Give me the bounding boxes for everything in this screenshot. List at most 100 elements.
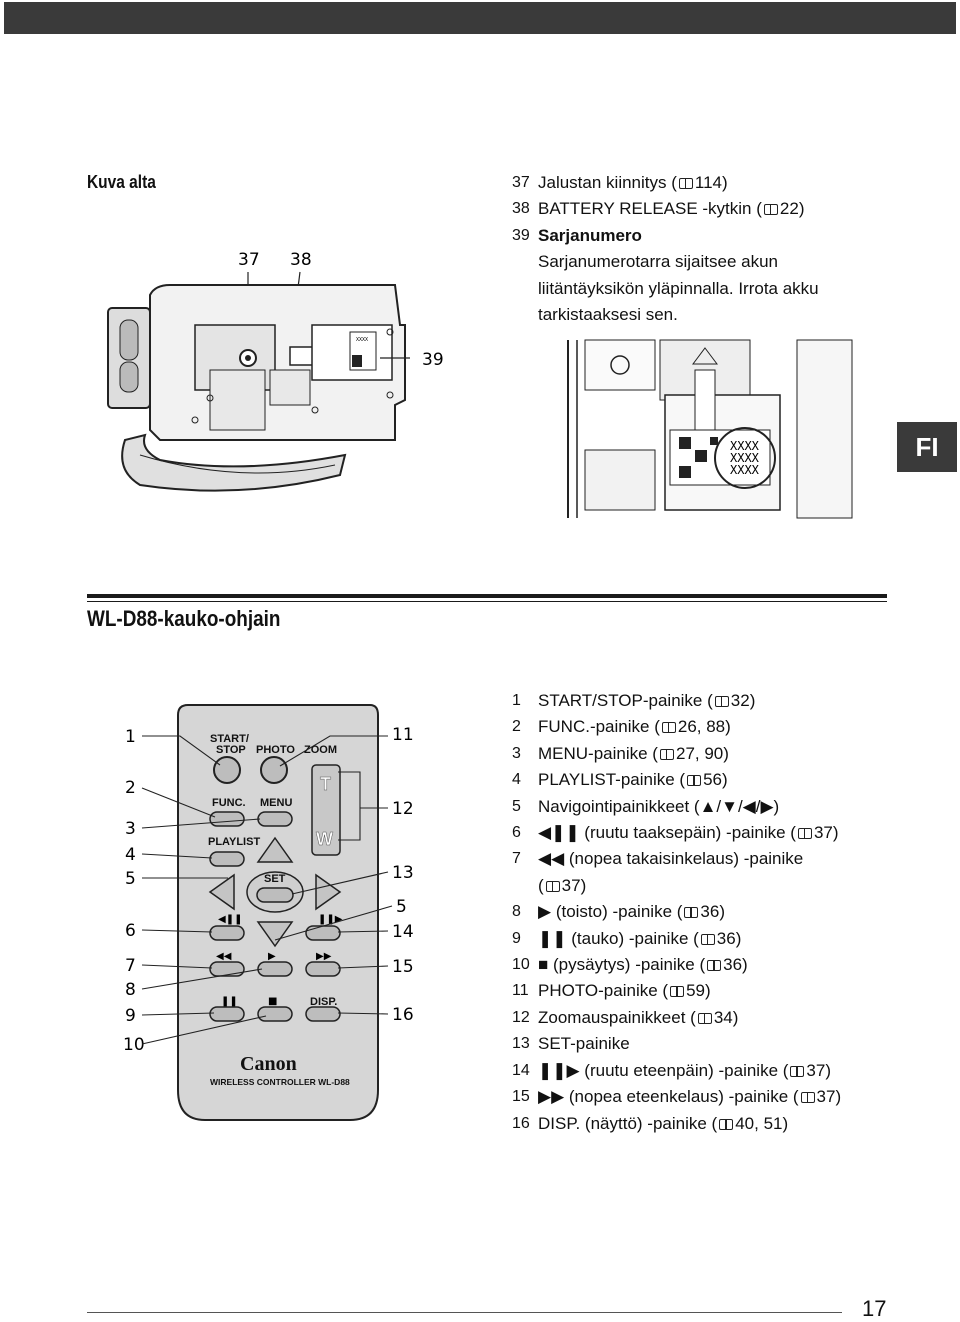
serial-label-text: XXXX [356, 337, 368, 343]
item-number: 5 [512, 797, 521, 815]
item-text: PHOTO-painike ( [538, 981, 669, 1001]
callout-6: 6 [125, 921, 136, 941]
section-rule [87, 601, 887, 602]
item-ref: 27, 90) [675, 743, 729, 763]
item-text: Jalustan kiinnitys ( [538, 173, 677, 192]
stop-icon: ■ [538, 955, 549, 975]
item-number: 14 [512, 1061, 530, 1079]
callout-39: 39 [422, 350, 444, 370]
remote-controller-illustration: 1 2 3 4 5 6 7 8 9 10 11 12 13 5 14 15 16… [123, 704, 414, 1121]
func-label: FUNC. [212, 797, 246, 809]
zoom-wide-label: W [316, 829, 333, 849]
model-label: WIRELESS CONTROLLER WL-D88 [210, 1077, 350, 1087]
playlist-label: PLAYLIST [208, 836, 260, 848]
bottom-view-list: 37 Jalustan kiinnitys (114) 38 BATTERY R… [512, 170, 892, 328]
list-item: 9❚❚ (tauko) -painike (36) [512, 926, 912, 952]
item-desc: tarkistaaksesi sen. [538, 305, 678, 325]
item-text: Sarjanumero [538, 225, 642, 245]
play-icon: ▶ [538, 902, 552, 922]
page-number: 17 [862, 1296, 887, 1321]
book-icon [661, 722, 676, 734]
pause-icon: ❚❚ [538, 928, 567, 948]
item-number: 38 [512, 200, 530, 218]
list-item: 14❚❚▶ (ruutu eteenpäin) -painike (37) [512, 1058, 912, 1084]
book-icon [670, 986, 685, 998]
item-text: DISP. (näyttö) -painike ( [538, 1113, 718, 1133]
serial-label-text: XXXX [730, 463, 760, 477]
callout-5: 5 [125, 869, 136, 889]
book-icon [659, 748, 674, 760]
item-number: 16 [512, 1114, 530, 1132]
item-number: 3 [512, 744, 521, 762]
callout-5b: 5 [396, 897, 407, 917]
item-number: 10 [512, 956, 530, 974]
item-ref: 36) [723, 955, 748, 975]
brand-logo: Canon [240, 1053, 297, 1075]
item-ref: 37) [561, 875, 587, 895]
item-text: (ruutu eteenpäin) -painike ( [584, 1060, 789, 1080]
item-ref: 56) [703, 770, 728, 790]
callout-11: 11 [392, 725, 414, 745]
item-text: (nopea takaisinkelaus) -painike [568, 849, 804, 869]
svg-text:❚❚: ❚❚ [221, 996, 238, 1007]
callout-37: 37 [238, 250, 260, 270]
item-desc: liitäntäyksikön yläpinnalla. Irrota akku [538, 278, 819, 298]
list-item: 6◀❚❚ (ruutu taaksepäin) -painike (37) [512, 820, 912, 846]
list-item: 15▶▶ (nopea eteenkelaus) -painike (37) [512, 1084, 912, 1110]
item-number: 7 [512, 850, 521, 868]
menu-label: MENU [260, 797, 292, 809]
header-bar [4, 2, 956, 34]
list-item: 39 Sarjanumero [512, 223, 892, 249]
item-ref: 32) [730, 691, 756, 710]
serial-label-text: XXXX [730, 451, 760, 465]
item-number: 12 [512, 1008, 530, 1026]
book-icon [719, 1118, 734, 1130]
item-ref: 40, 51) [735, 1113, 789, 1133]
frame-back-icon: ◀❚❚ [538, 823, 580, 843]
stop-label: STOP [216, 744, 246, 756]
item-ref: 37) [813, 823, 839, 843]
item-ref: 114) [694, 173, 728, 192]
callout-16: 16 [392, 1005, 414, 1025]
item-number: 39 [512, 226, 530, 244]
svg-text:◀❚❚: ◀❚❚ [218, 914, 242, 925]
callout-3: 3 [125, 819, 136, 839]
item-number: 9 [512, 929, 521, 947]
zoom-label: ZOOM [304, 744, 337, 756]
photo-label: PHOTO [256, 744, 295, 756]
disp-label: DISP. [310, 996, 337, 1008]
list-item: 37 Jalustan kiinnitys (114) [512, 170, 892, 196]
svg-text:▶: ▶ [268, 951, 276, 962]
book-icon [678, 178, 693, 189]
item-ref: 59) [686, 981, 711, 1001]
callout-4: 4 [125, 845, 136, 865]
book-icon [684, 907, 699, 919]
list-item: 38 BATTERY RELEASE -kytkin (22) [512, 196, 892, 222]
item-number: 6 [512, 824, 521, 842]
svg-text:❚❚▶: ❚❚▶ [318, 914, 343, 925]
item-ref: 36) [700, 902, 725, 922]
callout-13: 13 [392, 863, 414, 883]
book-icon [687, 775, 702, 787]
item-text: (tauko) -painike ( [571, 928, 699, 948]
item-number: 15 [512, 1088, 530, 1106]
list-item: 11 PHOTO-painike ( 59) [512, 978, 912, 1004]
svg-text:▶▶: ▶▶ [316, 951, 332, 962]
book-icon [800, 1092, 815, 1104]
item-text: BATTERY RELEASE -kytkin ( [538, 199, 762, 219]
item-number: 13 [512, 1035, 530, 1053]
item-number: 11 [512, 982, 529, 1000]
item-continuation: (37) [538, 875, 587, 895]
item-ref: 37) [816, 1087, 842, 1107]
callout-15: 15 [392, 957, 414, 977]
section-title-bottom-view: Kuva alta [87, 172, 156, 192]
item-text: FUNC.-painike ( [538, 717, 660, 737]
section-rule [87, 594, 887, 598]
svg-text:■: ■ [268, 996, 277, 1007]
